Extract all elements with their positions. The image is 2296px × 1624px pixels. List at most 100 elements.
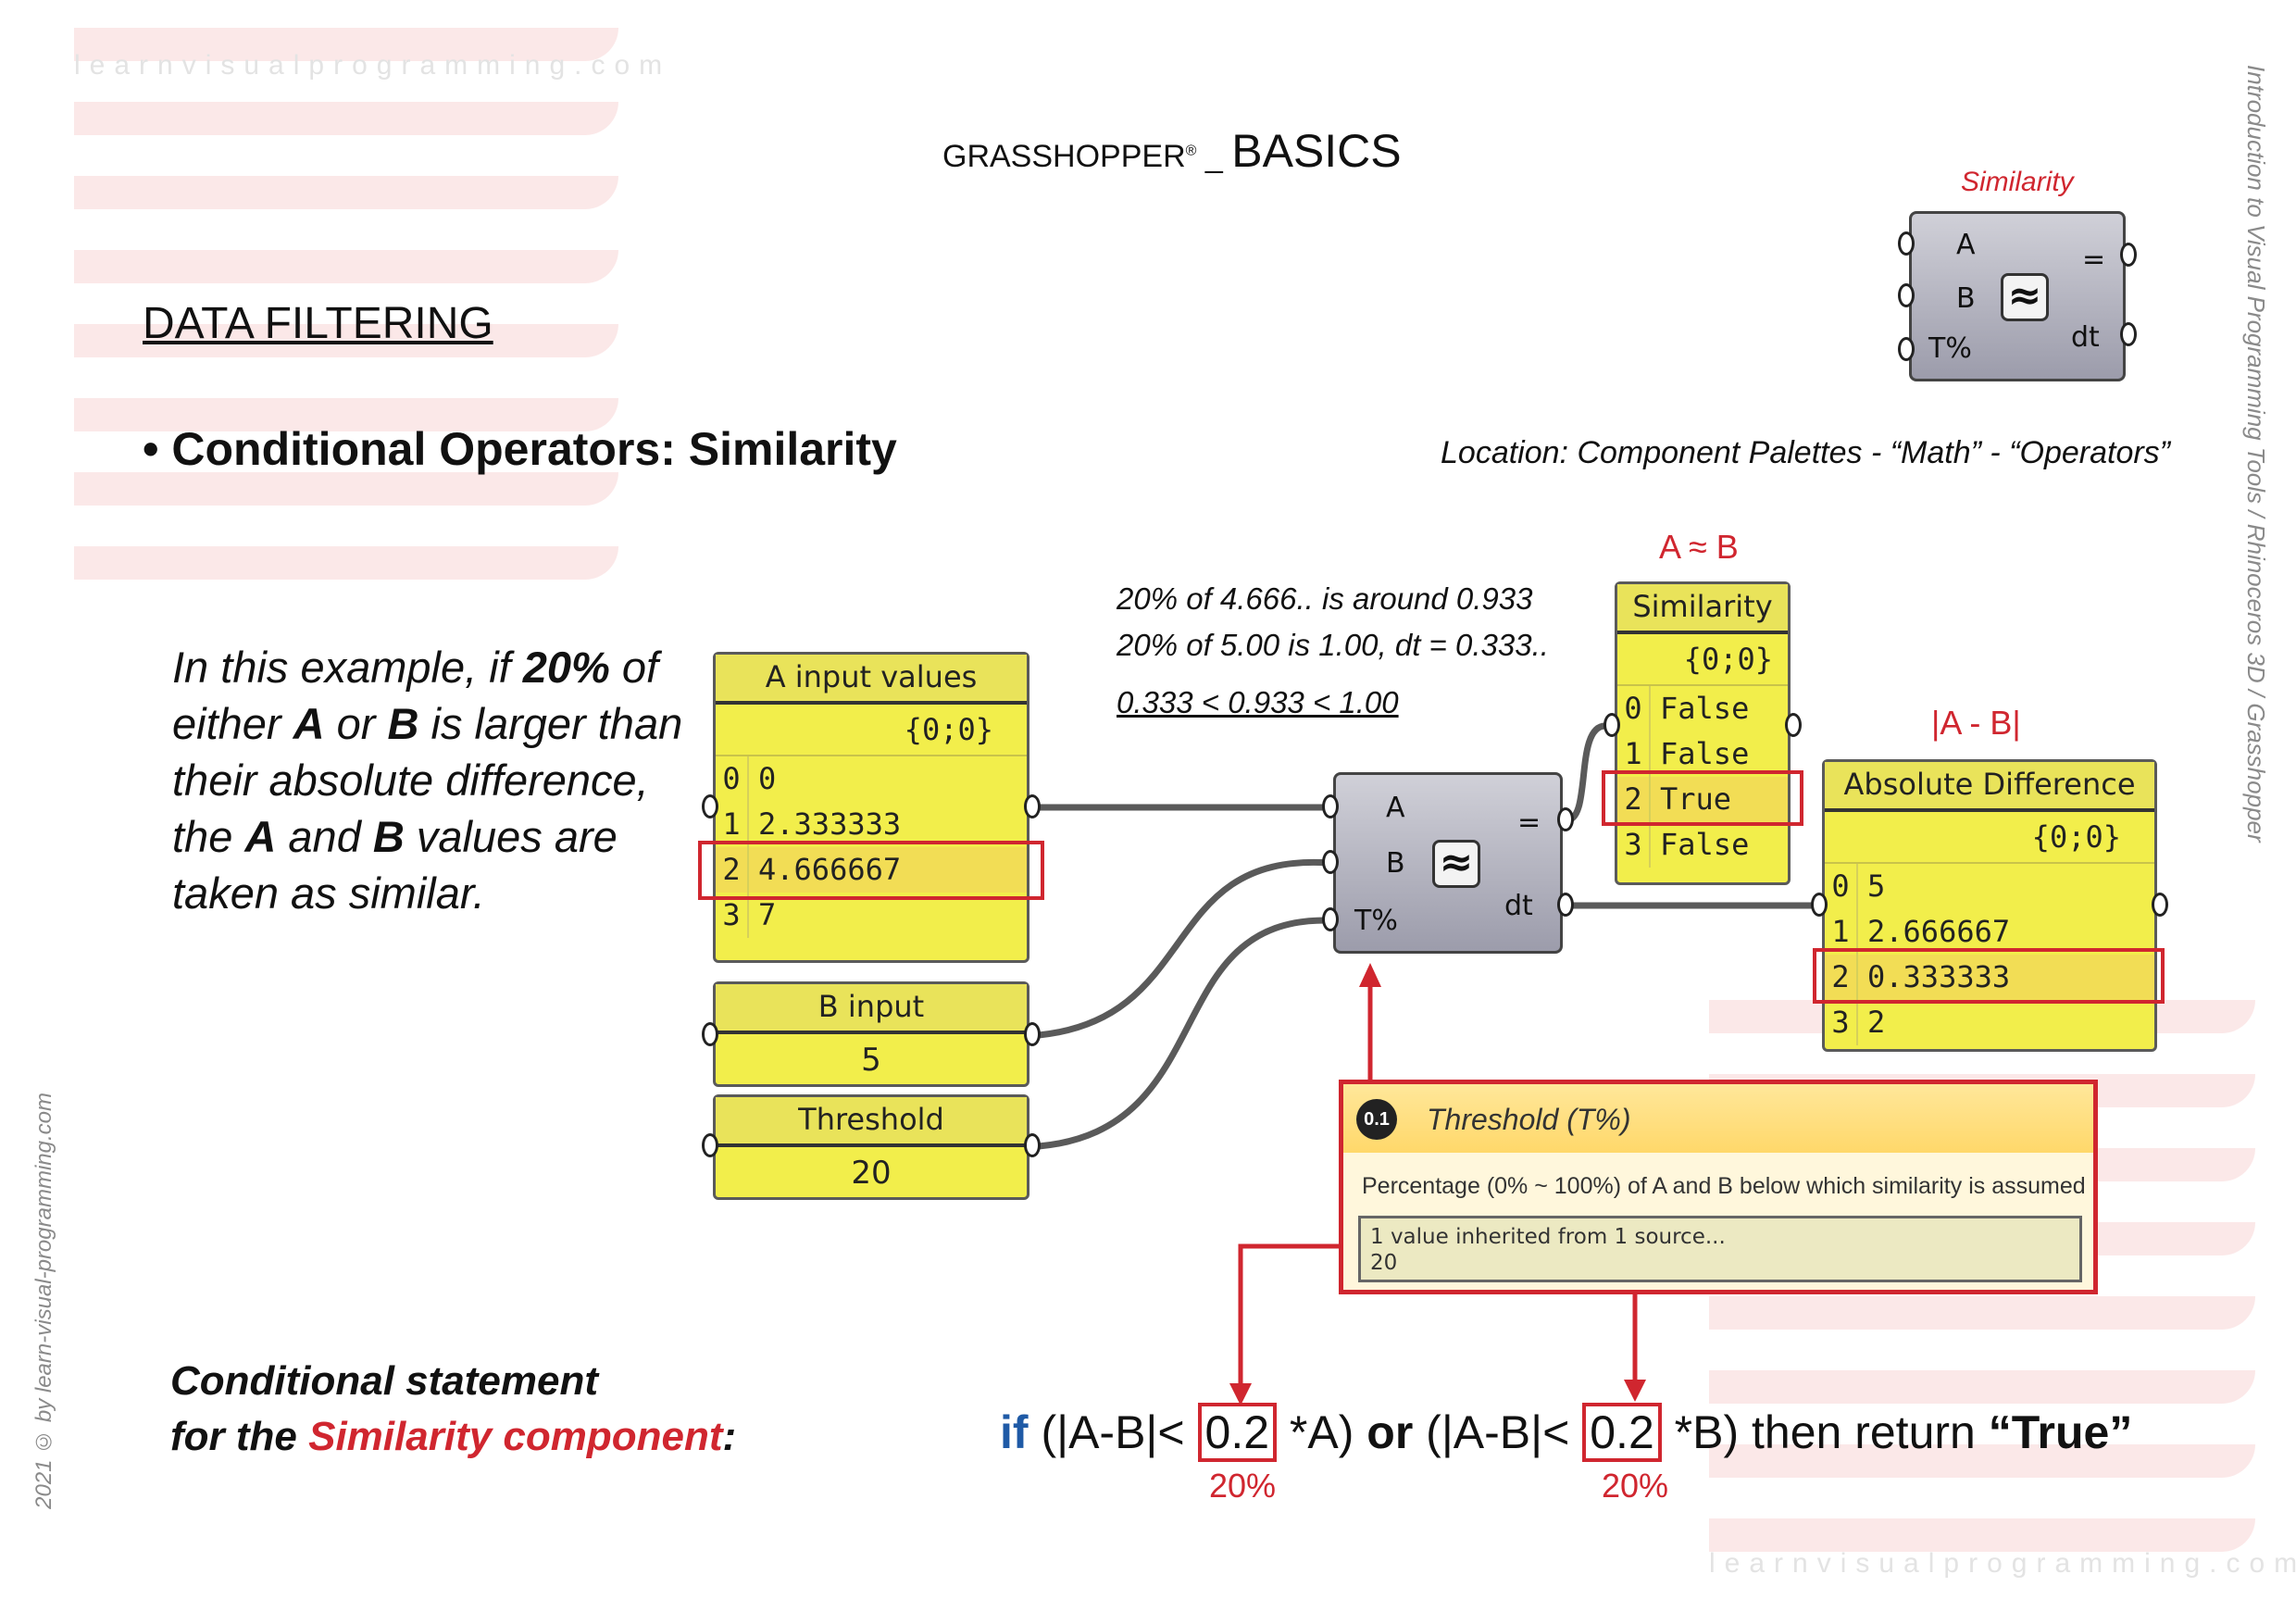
conditional-statement: Conditional statement for the Similarity… xyxy=(170,1354,736,1465)
icon-port-dt[interactable] xyxy=(2120,322,2137,346)
input-a-label: A xyxy=(1386,792,1405,824)
background-stripes-left xyxy=(74,0,618,648)
explain-part: is larger than their absolute difference… xyxy=(172,699,683,861)
similarity-component[interactable]: A B T% = dt ≈ xyxy=(1333,772,1563,954)
formula-part3: (|A-B|< xyxy=(1413,1406,1583,1458)
explain-bold: 20% xyxy=(522,643,610,692)
panel-path: {0;0} xyxy=(1825,812,2154,864)
panel-path: {0;0} xyxy=(1617,634,1788,686)
icon-port-a[interactable] xyxy=(1898,231,1915,256)
comp-port-a[interactable] xyxy=(1322,794,1339,818)
explain-part: In this example, if xyxy=(172,643,523,692)
panel-sim-out-port[interactable] xyxy=(1785,713,1802,737)
icon-port-eq[interactable] xyxy=(2120,243,2137,267)
wire-eq xyxy=(1566,722,1606,824)
highlight-box-abs xyxy=(1813,948,2165,1004)
formula-part1: (|A-B|< xyxy=(1028,1406,1198,1458)
panel-t-out-port[interactable] xyxy=(1024,1133,1041,1157)
panel-path: {0;0} xyxy=(716,705,1027,756)
comp-port-dt[interactable] xyxy=(1557,893,1574,917)
formula-val1: 0.2 xyxy=(1197,1403,1278,1462)
explain-part: and xyxy=(276,812,373,861)
approx-icon: ≈ xyxy=(1432,840,1480,888)
output-eq-label: = xyxy=(1517,806,1541,839)
formula-if: if xyxy=(1000,1406,1029,1458)
row-value: 2.333333 xyxy=(758,806,902,842)
formula: if (|A-B|< 0.2 *A) or (|A-B|< 0.2 *B) th… xyxy=(1000,1403,2132,1462)
explain-part: or xyxy=(324,699,388,748)
arrow-tooltip-left xyxy=(1238,1243,1339,1393)
explain-bold: B xyxy=(372,812,405,861)
watermark-top: learnvisualprogramming.com xyxy=(74,50,672,81)
panel-abs-out-port[interactable] xyxy=(2152,893,2168,917)
row-index: 0 xyxy=(1825,864,1858,909)
conditional-line2: for the Similarity component: xyxy=(170,1409,736,1465)
row-index: 3 xyxy=(1617,822,1651,868)
panel-t-in-port[interactable] xyxy=(702,1133,718,1157)
similarity-caption: Similarity xyxy=(1961,167,2074,197)
panel-sim-in-port[interactable] xyxy=(1603,713,1620,737)
input-a-label: A xyxy=(1956,229,1976,261)
row-value: 4.666667 xyxy=(758,852,902,887)
panel-abs-in-port[interactable] xyxy=(1811,893,1828,917)
cond-prefix: for the xyxy=(170,1414,309,1459)
panel-b-input[interactable]: B input 5 xyxy=(713,981,1029,1087)
panel-b-in-port[interactable] xyxy=(702,1022,718,1046)
explanation-text: In this example, if 20% of either A or B… xyxy=(172,639,691,921)
row-index: 0 xyxy=(716,756,749,802)
comp-port-eq[interactable] xyxy=(1557,807,1574,831)
input-b-label: B xyxy=(1386,847,1405,880)
icon-port-t[interactable] xyxy=(1898,337,1915,361)
output-dt-label: dt xyxy=(2071,321,2100,354)
explain-bold: B xyxy=(387,699,419,748)
row-value: 5 xyxy=(1867,868,1886,904)
explain-part: of either xyxy=(172,643,659,748)
section-title: DATA FILTERING xyxy=(143,299,493,348)
panel-b-out-port[interactable] xyxy=(1024,1022,1041,1046)
number-param-icon: 0.1 xyxy=(1356,1099,1397,1140)
tooltip-line2: 20 xyxy=(1370,1251,1398,1275)
tooltip-title: Threshold (T%) xyxy=(1427,1103,1631,1136)
row-value: 7 xyxy=(758,897,777,932)
highlight-box-a xyxy=(698,841,1044,900)
wire-b xyxy=(1038,858,1330,1039)
icon-port-b[interactable] xyxy=(1898,283,1915,307)
row-index: 0 xyxy=(1617,686,1651,731)
similarity-component-icon[interactable]: A B T% = dt ≈ xyxy=(1909,211,2126,381)
row-index: 2 xyxy=(1825,955,1858,1000)
watermark-bottom: learnvisualprogramming.com xyxy=(1709,1548,2296,1579)
row-index: 2 xyxy=(1617,777,1651,822)
row-index: 3 xyxy=(1825,1000,1858,1045)
row-value: True xyxy=(1660,781,1732,817)
side-course-text: Introduction to Visual Programming Tools… xyxy=(2242,65,2270,843)
row-value: 2 xyxy=(1867,1005,1886,1040)
panel-a-out-port[interactable] xyxy=(1024,794,1041,818)
panel-title: B input xyxy=(716,984,1027,1034)
comp-port-t[interactable] xyxy=(1322,907,1339,931)
location-text: Location: Component Palettes - “Math” - … xyxy=(1441,435,2170,470)
comp-port-b[interactable] xyxy=(1322,850,1339,874)
tooltip-header: 0.1 Threshold (T%) xyxy=(1343,1084,2093,1153)
approx-icon: ≈ xyxy=(2001,273,2049,321)
panel-threshold[interactable]: Threshold 20 xyxy=(713,1094,1029,1200)
note-line1: 20% of 4.666.. is around 0.933 xyxy=(1117,581,1533,616)
tooltip-description: Percentage (0% ~ 100%) of A and B below … xyxy=(1362,1173,2086,1199)
panel-title: A input values xyxy=(716,655,1027,705)
explain-bold: A xyxy=(244,812,277,861)
panel-a-in-port[interactable] xyxy=(702,794,718,818)
output-eq-label: = xyxy=(2082,244,2106,276)
